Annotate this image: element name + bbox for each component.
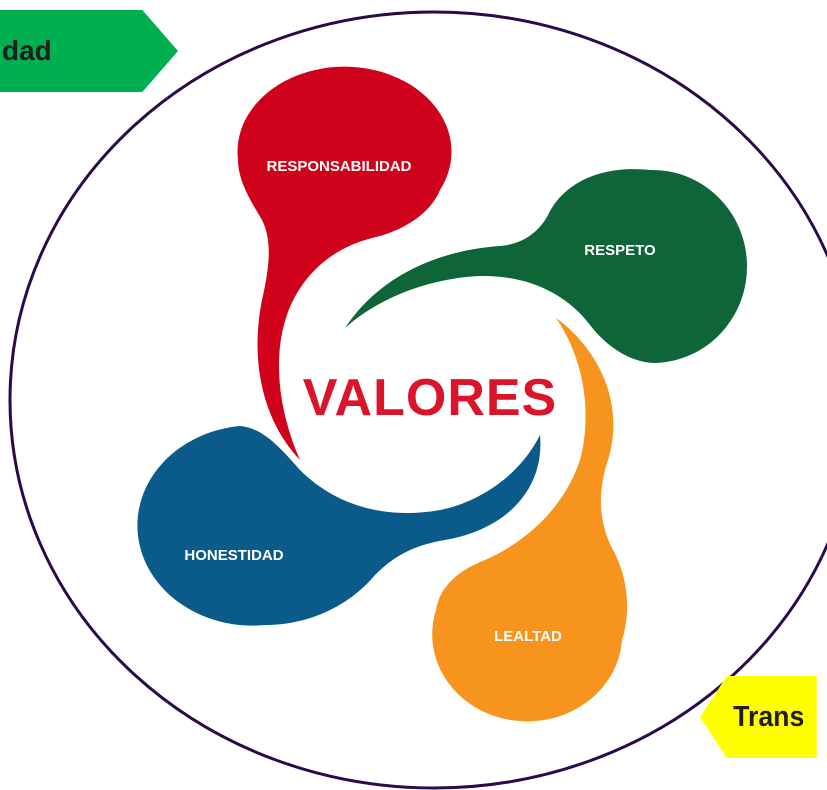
tag-left-text: dad bbox=[2, 35, 52, 66]
label-responsabilidad: RESPONSABILIDAD bbox=[266, 158, 411, 175]
center-label: VALORES bbox=[303, 369, 558, 427]
label-respeto: RESPETO bbox=[584, 242, 656, 259]
petal-lealtad bbox=[432, 318, 628, 722]
tag-right: Trans bbox=[700, 676, 817, 758]
tag-right-text: Trans bbox=[733, 700, 805, 733]
petal-responsabilidad bbox=[237, 66, 452, 461]
label-honestidad: HONESTIDAD bbox=[184, 547, 283, 564]
outer-circle bbox=[8, 10, 827, 790]
petal-respeto bbox=[345, 169, 748, 363]
petal-honestidad bbox=[137, 426, 541, 626]
tag-left: dad bbox=[0, 10, 178, 92]
label-lealtad: LEALTAD bbox=[494, 628, 562, 645]
